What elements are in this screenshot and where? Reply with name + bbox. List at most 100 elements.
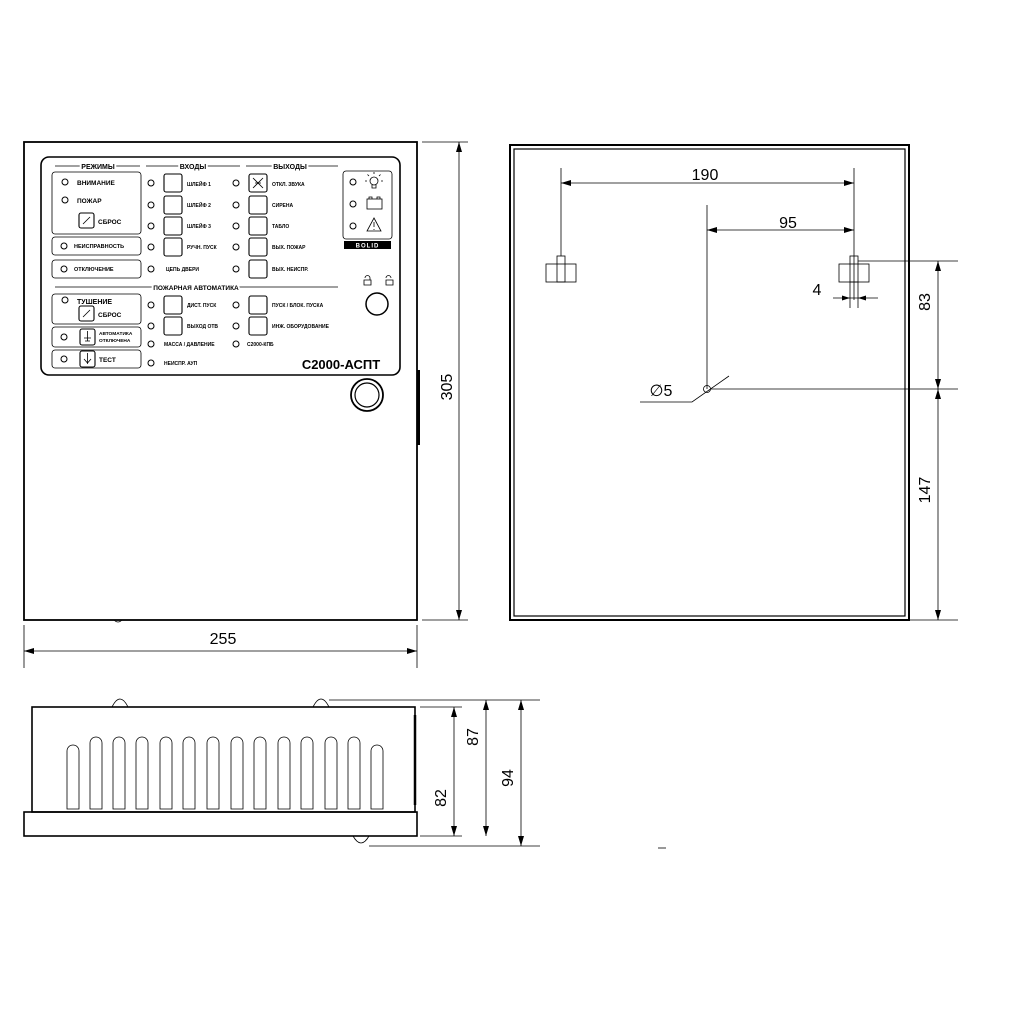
lamp-icon bbox=[365, 172, 383, 189]
automation-output-led bbox=[232, 322, 240, 330]
output-button[interactable] bbox=[248, 237, 268, 257]
slot-width-dimension: 4 bbox=[813, 282, 822, 299]
group-automation-label: ПОЖАРНАЯ АВТОМАТИКА bbox=[153, 285, 239, 292]
output-led bbox=[232, 243, 240, 251]
input-led bbox=[147, 243, 155, 251]
keyhole-right bbox=[838, 168, 870, 308]
hole-to-bottom-dimension: 147 bbox=[917, 477, 934, 504]
output-button[interactable] bbox=[248, 195, 268, 215]
top-foot-left bbox=[111, 698, 129, 708]
slot-to-hole-dimension: 83 bbox=[917, 293, 934, 311]
input-label: ЦЕПЬ ДВЕРИ bbox=[166, 267, 199, 273]
disable-box bbox=[51, 259, 142, 279]
automation-input-led bbox=[147, 301, 155, 309]
auto-off-label-2: ОТКЛЮЧЕНА bbox=[99, 338, 131, 344]
hole-spacing-dimension: 190 bbox=[692, 167, 719, 184]
input-label: ШЛЕЙФ 3 bbox=[187, 222, 211, 230]
output-label: ОТКЛ. ЗВУКА bbox=[272, 182, 305, 188]
group-modes-label: РЕЖИМЫ bbox=[81, 164, 115, 171]
power-led bbox=[349, 178, 357, 186]
automation-input-led bbox=[147, 322, 155, 330]
battery-led bbox=[349, 200, 357, 208]
side-view: 82 87 94 bbox=[23, 698, 666, 849]
input-button[interactable] bbox=[163, 173, 183, 193]
control-panel bbox=[40, 156, 401, 376]
attention-led bbox=[61, 178, 69, 186]
depth-lid-dimension: 87 bbox=[465, 728, 482, 746]
input-led bbox=[147, 201, 155, 209]
attention-label: ВНИМАНИЕ bbox=[77, 180, 116, 187]
width-dimension: 255 bbox=[210, 631, 237, 648]
output-led bbox=[232, 265, 240, 273]
warning-led bbox=[349, 222, 357, 230]
input-button[interactable] bbox=[163, 195, 183, 215]
keyhole-left bbox=[545, 168, 577, 283]
automation-output-label: ПУСК / БЛОК. ПУСКА bbox=[272, 303, 324, 309]
input-led bbox=[147, 222, 155, 230]
height-dimension: 305 bbox=[439, 374, 456, 401]
input-led bbox=[147, 265, 155, 273]
output-led bbox=[232, 222, 240, 230]
group-inputs-label: ВХОДЫ bbox=[180, 164, 207, 171]
input-label: ШЛЕЙФ 1 bbox=[187, 180, 211, 188]
group-outputs-label: ВЫХОДЫ bbox=[273, 164, 307, 171]
output-button[interactable] bbox=[248, 216, 268, 236]
side-base bbox=[23, 811, 418, 837]
brand-logo: BOLID bbox=[356, 244, 380, 250]
automation-output-led bbox=[232, 340, 240, 348]
fault-box bbox=[51, 236, 142, 256]
test-icon bbox=[83, 353, 92, 364]
automation-output-button[interactable] bbox=[248, 316, 268, 336]
round-button-outer[interactable] bbox=[350, 378, 384, 412]
outputs-column: ОТКЛ. ЗВУКА СИРЕНА ТАБЛО ВЫХ. ПОЖАР ВЫХ.… bbox=[232, 173, 330, 348]
front-dimensions: 255 305 bbox=[23, 141, 468, 668]
automation-output-button[interactable] bbox=[248, 295, 268, 315]
test-led bbox=[60, 355, 68, 363]
input-label: ШЛЕЙФ 2 bbox=[187, 201, 211, 209]
vent-fins bbox=[66, 736, 384, 810]
enclosure-back-inner bbox=[513, 148, 906, 617]
output-led bbox=[232, 179, 240, 187]
input-label: РУЧН. ПУСК bbox=[187, 245, 218, 251]
automation-input-led bbox=[147, 359, 155, 367]
extinguish-label: ТУШЕНИЕ bbox=[77, 299, 112, 306]
automation-input-label: НЕИСПР. АУП bbox=[164, 361, 198, 367]
hole-offset-dimension: 95 bbox=[779, 215, 797, 232]
output-button[interactable] bbox=[248, 259, 268, 279]
auto-off-box bbox=[51, 326, 142, 348]
enclosure-back bbox=[509, 144, 910, 621]
model-name: С2000-АСПТ bbox=[302, 357, 380, 372]
back-view: ∅5 190 95 4 83 147 bbox=[509, 144, 958, 621]
test-box bbox=[51, 349, 142, 369]
depth-total-dimension: 94 bbox=[500, 769, 517, 787]
output-led bbox=[232, 201, 240, 209]
disable-label: ОТКЛЮЧЕНИЕ bbox=[74, 267, 114, 273]
side-body bbox=[31, 706, 416, 813]
brand-plate bbox=[344, 241, 391, 249]
output-label: СИРЕНА bbox=[272, 203, 293, 209]
fire-led bbox=[61, 196, 69, 204]
extinguish-led bbox=[61, 296, 69, 304]
mute-icon bbox=[252, 177, 264, 189]
front-view: РЕЖИМЫ ВХОДЫ ВЫХОДЫ ВНИМАНИЕ ПОЖАР СБРОС… bbox=[23, 141, 420, 623]
extinguish-reset-label: СБРОС bbox=[98, 312, 122, 319]
status-box bbox=[342, 170, 393, 240]
input-button[interactable] bbox=[163, 216, 183, 236]
lock-icon bbox=[363, 275, 394, 286]
reset-icon bbox=[82, 309, 91, 318]
automation-input-label: МАССА / ДАВЛЕНИЕ bbox=[164, 342, 215, 348]
hole-diameter: ∅5 bbox=[650, 383, 673, 400]
input-button[interactable] bbox=[163, 237, 183, 257]
input-led bbox=[147, 179, 155, 187]
key-lock[interactable] bbox=[365, 292, 389, 316]
top-foot-right bbox=[312, 698, 330, 708]
automation-input-button[interactable] bbox=[163, 295, 183, 315]
automation-output-label: ИНЖ. ОБОРУДОВАНИЕ bbox=[272, 324, 330, 330]
reset-icon bbox=[82, 216, 91, 225]
output-label: ВЫХ. ПОЖАР bbox=[272, 245, 306, 251]
bottom-foot bbox=[352, 835, 370, 844]
automation-output-label: С2000-КПБ bbox=[247, 342, 274, 348]
automation-input-button[interactable] bbox=[163, 316, 183, 336]
battery-icon bbox=[366, 196, 383, 210]
